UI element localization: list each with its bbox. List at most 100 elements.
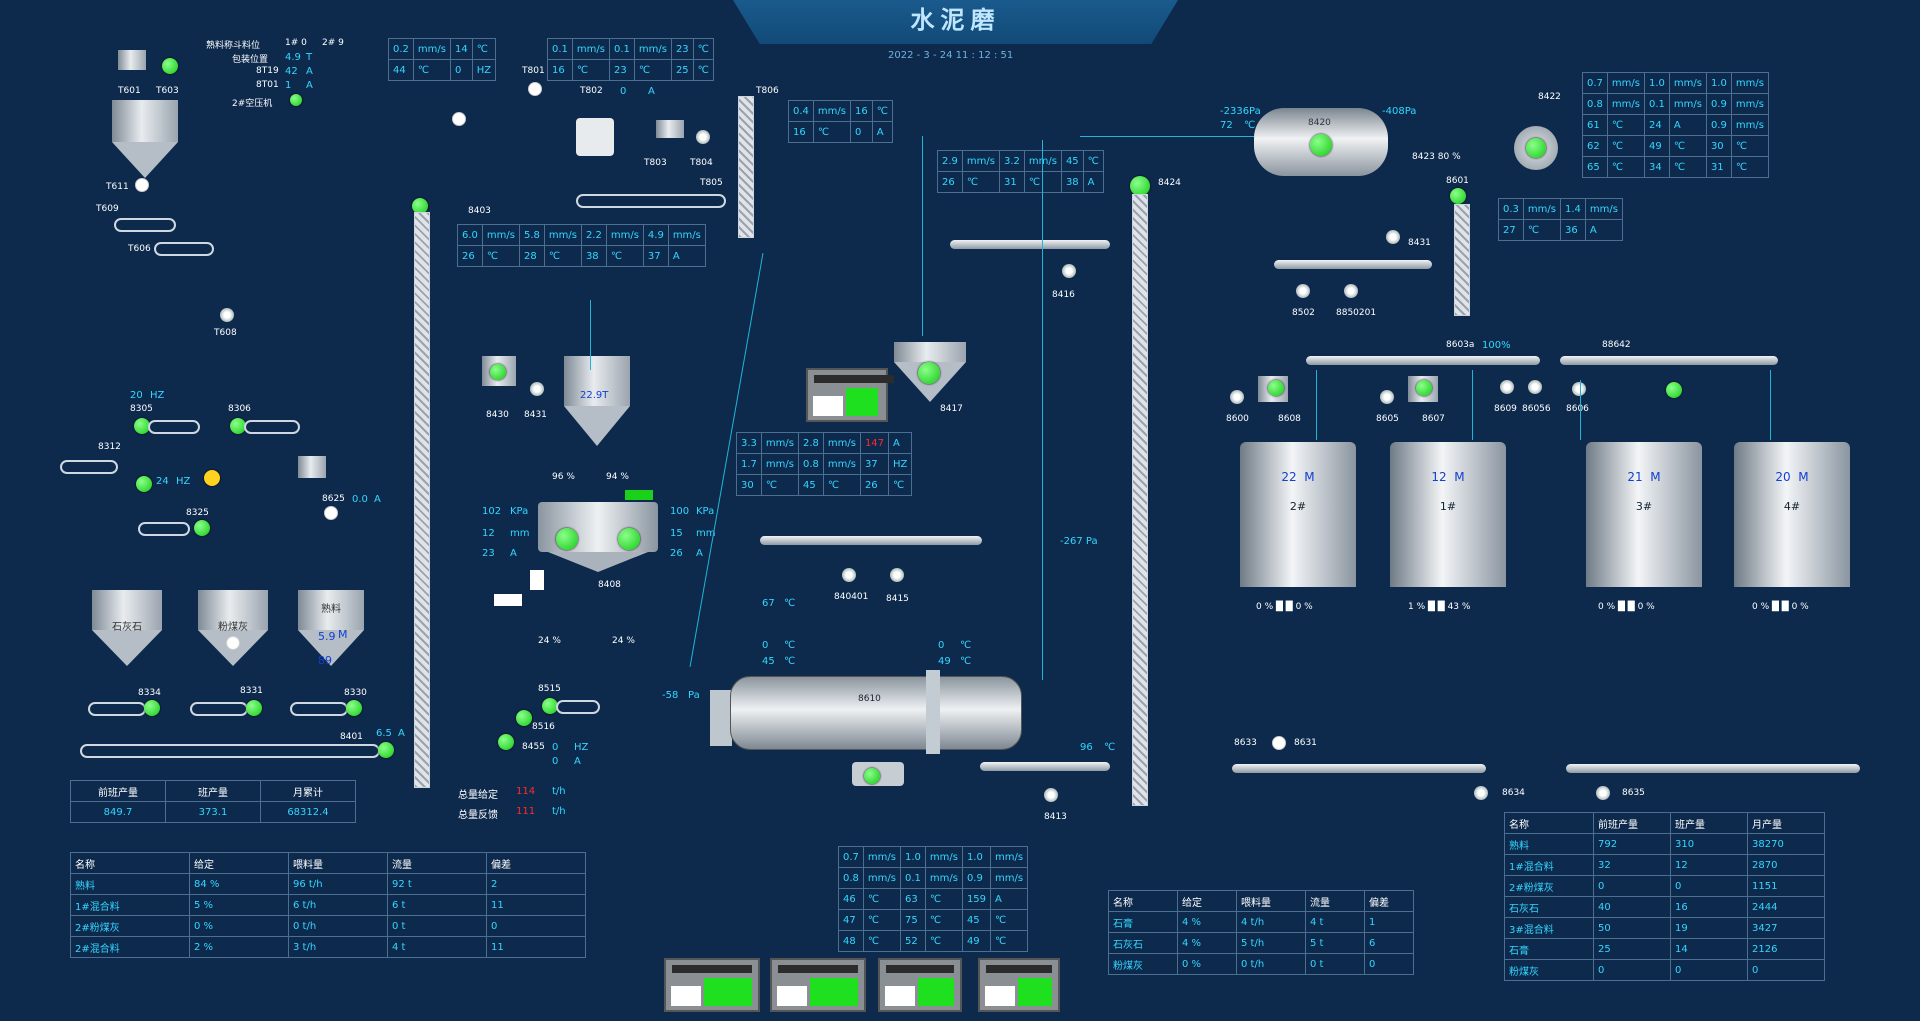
tag: 8401	[340, 732, 363, 742]
control-panel-3[interactable]	[878, 958, 962, 1012]
control-panel-top[interactable]	[806, 368, 894, 422]
status-hz24[interactable]	[136, 476, 152, 492]
silo-t803[interactable]	[656, 120, 684, 138]
status-8608[interactable]	[1268, 380, 1284, 396]
conveyor-8401[interactable]	[80, 744, 380, 758]
fan-8600[interactable]	[1230, 390, 1244, 404]
status-8417[interactable]	[918, 362, 940, 384]
fan-86056[interactable]	[1528, 380, 1542, 394]
fan-8431[interactable]	[530, 382, 544, 396]
status-8516[interactable]	[516, 710, 532, 726]
feeder-8334[interactable]	[88, 702, 146, 716]
roller-right-status[interactable]	[618, 528, 640, 550]
status-8334[interactable]	[144, 700, 160, 716]
status-8515[interactable]	[542, 698, 558, 714]
status-mill-motor[interactable]	[864, 768, 880, 784]
valve-8625[interactable]	[324, 506, 338, 520]
status-8420[interactable]	[1310, 134, 1332, 156]
mm-unit: mm	[696, 528, 716, 539]
fan-850201[interactable]	[1344, 284, 1358, 298]
roller-left-status[interactable]	[556, 528, 578, 550]
ball-mill-8610[interactable]	[730, 676, 1022, 750]
feeder-8305[interactable]	[148, 420, 200, 434]
status-8306[interactable]	[230, 418, 246, 434]
status-8430[interactable]	[490, 364, 506, 380]
valve-flyash[interactable]	[226, 636, 240, 650]
fan-8605[interactable]	[1380, 390, 1394, 404]
status-8305[interactable]	[134, 418, 150, 434]
feeder-8306[interactable]	[244, 420, 300, 434]
feeder-8325[interactable]	[138, 522, 190, 536]
status-8330[interactable]	[346, 700, 362, 716]
screw-t609[interactable]	[114, 218, 176, 232]
screw-t606[interactable]	[154, 242, 214, 256]
status-8331[interactable]	[246, 700, 262, 716]
fan-840401[interactable]	[842, 568, 856, 582]
status-8455[interactable]	[498, 734, 514, 750]
fan-8502[interactable]	[1296, 284, 1310, 298]
table-cell: A	[888, 432, 913, 454]
valve-t801b[interactable]	[452, 112, 466, 126]
conveyor-8416[interactable]	[950, 240, 1110, 249]
control-button[interactable]	[494, 594, 522, 606]
crusher-t802[interactable]	[576, 118, 614, 156]
elevator-8601[interactable]	[1454, 204, 1470, 316]
fan-8416[interactable]	[1062, 264, 1076, 278]
conveyor-88642[interactable]	[1560, 356, 1778, 365]
feeder-8312[interactable]	[60, 460, 118, 474]
silo-t601[interactable]	[118, 50, 146, 70]
control-panel-4[interactable]	[978, 958, 1060, 1012]
conveyor-mid[interactable]	[760, 536, 982, 545]
roller-press-8408[interactable]	[538, 502, 658, 552]
status-8423[interactable]	[1526, 138, 1546, 158]
fan-8413[interactable]	[1044, 788, 1058, 802]
elevator-8424[interactable]	[1132, 194, 1148, 806]
conveyor-bottom-left[interactable]	[1232, 764, 1486, 773]
status-8607[interactable]	[1416, 380, 1432, 396]
status-8424[interactable]	[1130, 176, 1150, 196]
conveyor-bottom-right[interactable]	[1566, 764, 1860, 773]
conveyor-t805[interactable]	[576, 194, 726, 208]
valve-t611[interactable]	[135, 178, 149, 192]
fan-8635[interactable]	[1596, 786, 1610, 800]
silo-8625[interactable]	[298, 456, 326, 478]
control-panel-2[interactable]	[770, 958, 866, 1012]
feeder-8515[interactable]	[556, 700, 600, 714]
table-cell: 名称	[1108, 890, 1178, 912]
status-t603[interactable]	[162, 58, 178, 74]
fan-t608[interactable]	[220, 308, 234, 322]
fan-8415[interactable]	[890, 568, 904, 582]
valve-8633[interactable]	[1272, 736, 1286, 750]
separator-8417[interactable]	[894, 342, 966, 362]
feeder-8330[interactable]	[290, 702, 348, 716]
status-8325[interactable]	[194, 520, 210, 536]
conveyor-8431[interactable]	[1274, 260, 1432, 269]
valve-t801[interactable]	[528, 82, 542, 96]
fan-8431b[interactable]	[1386, 230, 1400, 244]
status-right[interactable]	[1666, 382, 1682, 398]
fan-8606[interactable]	[1572, 382, 1586, 396]
compressor-status[interactable]	[290, 94, 302, 106]
fan-8609[interactable]	[1500, 380, 1514, 394]
valve-yellow[interactable]	[204, 470, 220, 486]
control-panel-small[interactable]	[530, 570, 544, 590]
status-8403[interactable]	[412, 198, 428, 214]
conveyor-8603a[interactable]	[1306, 356, 1540, 365]
conveyor-8413[interactable]	[980, 762, 1110, 771]
status-8401[interactable]	[378, 742, 394, 758]
elevator-t806[interactable]	[738, 96, 754, 238]
control-panel-1[interactable]	[664, 958, 760, 1012]
fan-t804[interactable]	[696, 130, 710, 144]
fan-8634[interactable]	[1474, 786, 1488, 800]
feeder-8331[interactable]	[190, 702, 248, 716]
table-cell: ℃	[924, 930, 963, 952]
elevator-8403[interactable]	[414, 212, 430, 788]
table-cell: mm/s	[481, 224, 520, 246]
status-8601[interactable]	[1450, 188, 1466, 204]
total-fb: 111	[516, 806, 536, 817]
